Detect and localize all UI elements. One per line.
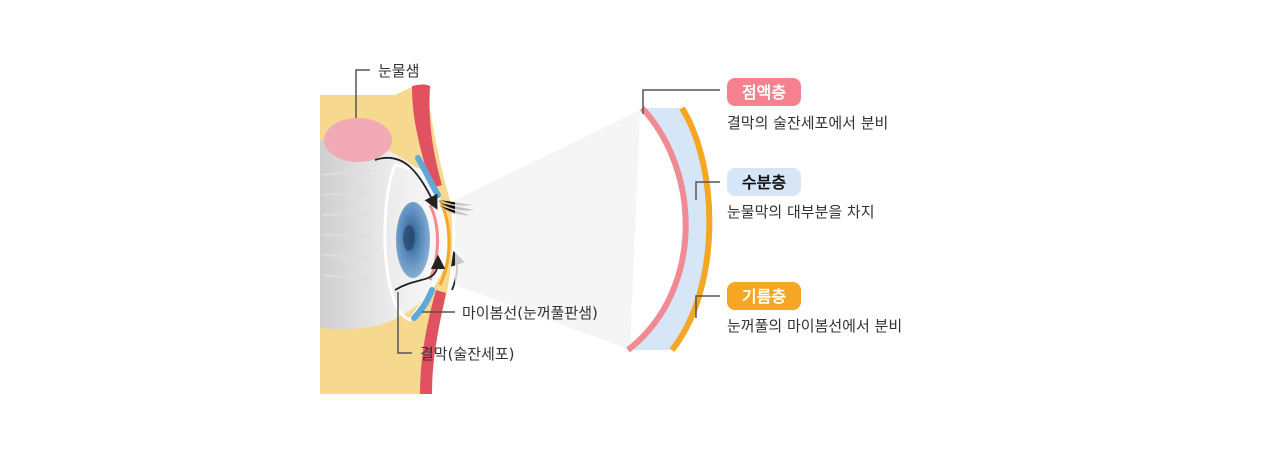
badge-lipid (727, 282, 801, 310)
badge-aqueous-text: 수분층 (742, 173, 786, 192)
leader-lacrimal (355, 69, 370, 118)
eye-muscle-stripes (321, 169, 371, 281)
badge-aqueous (727, 168, 801, 196)
badge-lipid-text: 기름층 (742, 287, 786, 306)
pupil (403, 225, 415, 251)
leader-conjunctiva (397, 292, 412, 354)
aqueous-layer (628, 108, 710, 350)
meibomian-gland-lower (411, 287, 435, 321)
layer-mucin: 점액층 결막의 술잔세포에서 분비 (727, 78, 888, 132)
badge-mucin-text: 점액층 (742, 83, 786, 102)
layer-lipid: 기름층 눈꺼풀의 마이봄선에서 분비 (727, 282, 902, 335)
leader-aqueous (695, 181, 720, 200)
desc-aqueous: 눈물막의 대부분을 차지 (727, 203, 875, 221)
leader-lines (355, 69, 720, 354)
label-lacrimal-gland: 눈물샘 (378, 62, 419, 80)
upper-lid-muscle (412, 84, 442, 188)
leader-mucin (642, 89, 720, 114)
eye-cross-section (320, 84, 475, 394)
desc-mucin: 결막의 술잔세포에서 분비 (727, 114, 888, 132)
conjunctiva-outline (383, 163, 447, 322)
desc-lipid: 눈꺼풀의 마이봄선에서 분비 (727, 317, 902, 335)
leader-lipid (695, 295, 720, 318)
label-meibomian-gland: 마이봄선(눈꺼풀판샘) (462, 304, 598, 322)
tear-film-layers (626, 105, 713, 353)
mucin-layer (626, 105, 689, 353)
lipid-layer (669, 106, 713, 352)
tear-flow-arrow-lower (394, 254, 446, 291)
label-conjunctiva: 결막(술잔세포) (420, 345, 515, 363)
lower-lid-muscle (420, 290, 446, 394)
layer-aqueous: 수분층 눈물막의 대부분을 차지 (727, 168, 875, 221)
tear-flow-arrow-upper (374, 157, 438, 210)
meibomian-gland-upper (415, 155, 441, 198)
cornea (428, 204, 439, 281)
zoom-cone (455, 110, 640, 350)
badge-mucin (727, 78, 801, 106)
lacrimal-gland (324, 118, 392, 162)
